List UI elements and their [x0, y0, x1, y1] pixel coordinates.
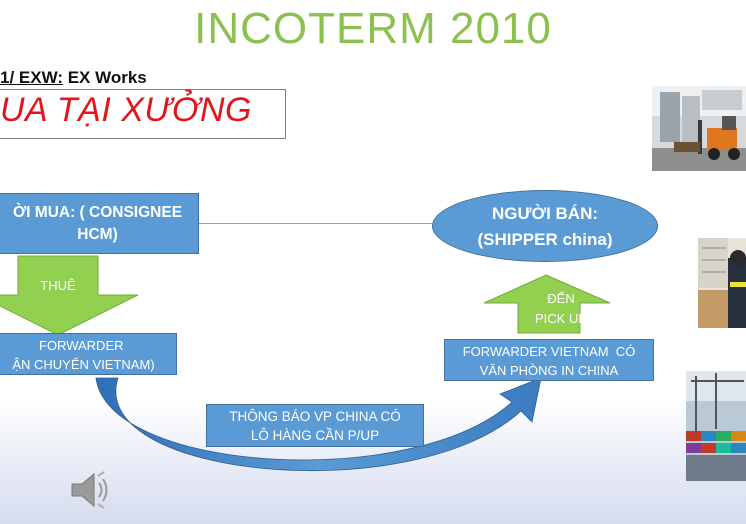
forwarder-vietnam-box: FORWARDER ẬN CHUYỂN VIETNAM)	[0, 333, 177, 375]
buyer-seller-connector	[198, 223, 432, 224]
curved-flow-arrow	[95, 377, 542, 471]
notify-line1: THÔNG BÁO VP CHINA CÓ	[229, 409, 401, 424]
banner-box	[0, 89, 286, 139]
seller-ellipse: NGƯỜI BÁN: (SHIPPER china)	[432, 190, 658, 262]
notify-line2: LÔ HÀNG CẦN P/UP	[250, 428, 380, 443]
subheading-suffix: EX Works	[62, 68, 147, 87]
slide-title: INCOTERM 2010	[194, 4, 552, 53]
pickup-arrow	[483, 274, 611, 334]
worker-image	[698, 238, 746, 328]
hire-arrow	[0, 255, 139, 336]
subheading: 1/ EXW: EX Works	[0, 68, 147, 88]
forwarder-china-office-box: FORWARDER VIETNAM CÓ VĂN PHÒNG IN CHINA	[444, 339, 654, 381]
seller-line1: NGƯỜI BÁN:	[491, 204, 599, 223]
port-image	[686, 371, 746, 481]
banner-text: UA TẠI XƯỞNG	[0, 91, 253, 129]
pickup-label: ĐẾN PICK UP	[518, 289, 604, 329]
worker-with-boxes-photo	[698, 238, 746, 328]
pickup-label-line1: ĐẾN	[547, 291, 575, 306]
buyer-line1: ỜI MUA: ( CONSIGNEE	[12, 204, 183, 221]
buyer-box: ỜI MUA: ( CONSIGNEE HCM)	[0, 193, 199, 254]
forwarder-china-line1: FORWARDER VIETNAM CÓ	[462, 344, 636, 359]
hire-label: THUÊ	[40, 278, 76, 293]
speaker-icon[interactable]	[68, 470, 116, 510]
forwarder-china-line2: VĂN PHÒNG IN CHINA	[479, 363, 619, 378]
notify-china-office-box: THÔNG BÁO VP CHINA CÓ LÔ HÀNG CẦN P/UP	[206, 404, 424, 447]
forklift-warehouse-photo	[652, 86, 746, 171]
buyer-line2: HCM)	[77, 226, 118, 243]
container-port-photo	[686, 371, 746, 481]
forklift-image	[652, 86, 746, 171]
forwarder-vn-line1: FORWARDER	[39, 338, 124, 353]
forwarder-vn-line2: ẬN CHUYỂN VIETNAM)	[12, 357, 155, 372]
seller-line2: (SHIPPER china)	[477, 230, 613, 249]
subheading-prefix: 1/ EXW:	[0, 68, 63, 87]
pickup-label-line2: PICK UP	[534, 311, 587, 326]
